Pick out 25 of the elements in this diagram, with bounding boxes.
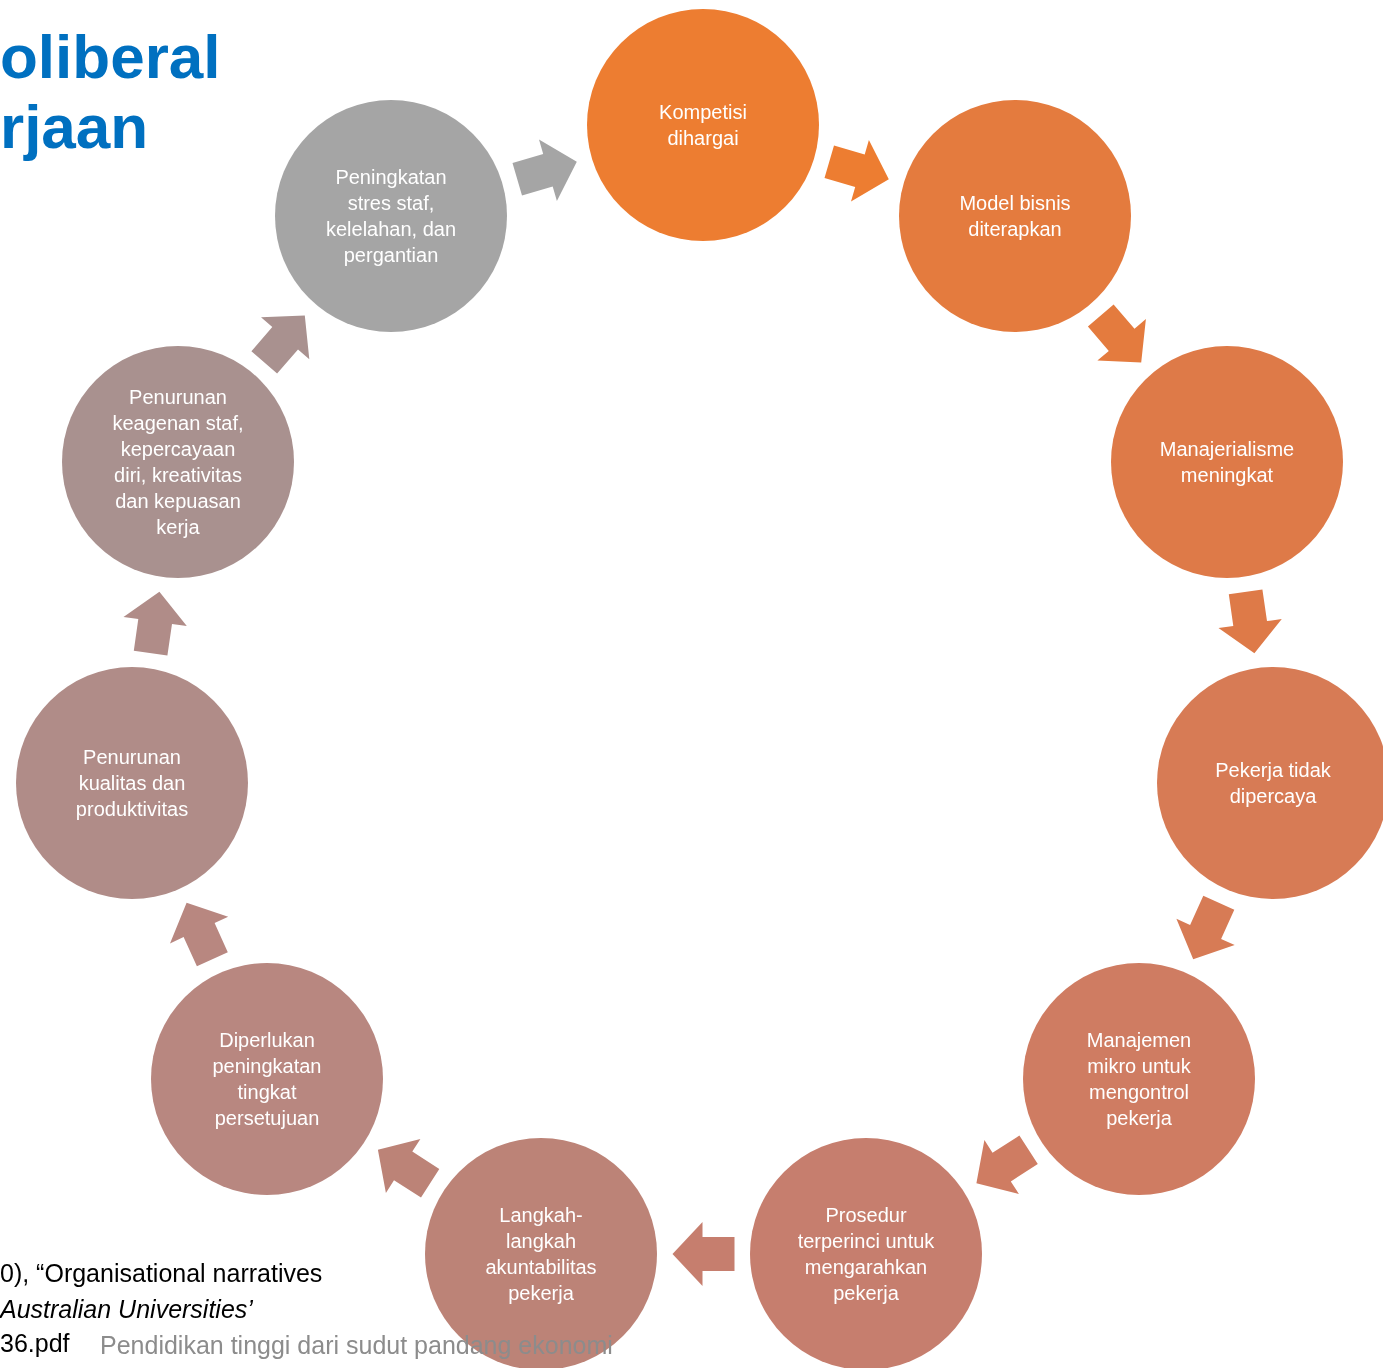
- block-arrow: [824, 140, 889, 202]
- step-text: Manajemen mikro untuk mengontrol pekerja: [1085, 1028, 1193, 1131]
- step-text: Peningkatan stres staf, kelelahan, dan pergantian: [324, 165, 458, 268]
- block-arrow: [1176, 895, 1235, 960]
- block-arrow: [512, 139, 577, 201]
- step-text: Penurunan keagenan staf, kepercayaan diri, kreativitas dan kepuasan kerja: [111, 385, 245, 540]
- step-text: Manajerialisme meningkat: [1158, 437, 1296, 488]
- block-arrow: [1087, 304, 1146, 363]
- block-arrow: [251, 315, 310, 374]
- block-arrow: [123, 591, 187, 656]
- step-text: Kompetisi dihargai: [658, 100, 748, 151]
- step-text: Pekerja tidak dipercaya: [1214, 758, 1332, 809]
- step-text: Prosedur terperinci untuk mengarahkan pekerja: [796, 1203, 936, 1306]
- block-arrow: [672, 1222, 735, 1286]
- citation-text: 0), “Organisational narratives: [0, 1258, 323, 1288]
- title: oliberal rjaan: [0, 22, 222, 162]
- step-text: Penurunan kualitas dan produktivitas: [74, 745, 190, 822]
- step-text: Langkah-langkah akuntabilitas pekerja: [484, 1203, 598, 1306]
- step-text: Diperlukan peningkatan tingkat persetujuan: [211, 1028, 323, 1131]
- block-arrow: [377, 1139, 440, 1198]
- block-arrow: [170, 902, 229, 967]
- block-arrow: [976, 1135, 1038, 1194]
- citation-text: 36.pdf: [0, 1328, 70, 1358]
- step-text: Model bisnis diterapkan: [958, 191, 1072, 242]
- block-arrow: [1218, 589, 1282, 654]
